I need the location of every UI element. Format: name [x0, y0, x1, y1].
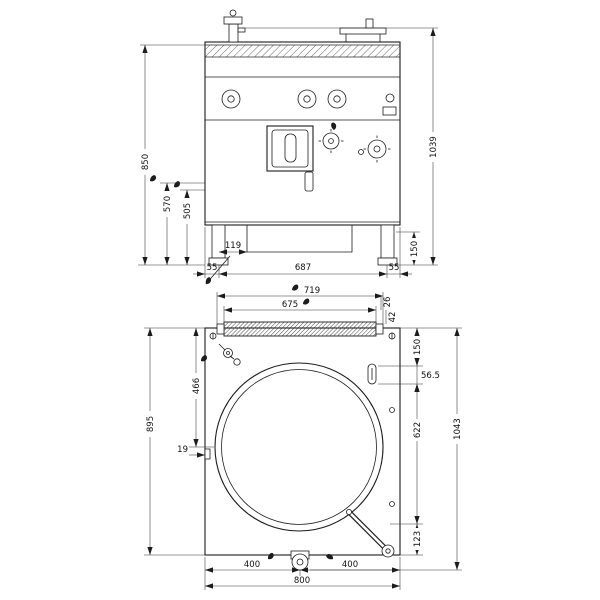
- dim-label-687: 687: [295, 263, 311, 273]
- dim-plan-19: 19: [177, 445, 205, 458]
- dim-plan-719: 719: [216, 286, 384, 324]
- plan-inlet-fittings: [218, 343, 241, 366]
- front-lid-handle: [339, 18, 387, 42]
- dim-front-505: 505: [180, 189, 205, 265]
- dim-plan-150: 150: [378, 327, 462, 367]
- dim-plan-26: 26: [380, 296, 393, 310]
- water-connection-icon: [199, 354, 209, 363]
- dim-plan-400s: 400 400: [204, 557, 401, 590]
- dim-label-622: 622: [413, 422, 423, 438]
- dim-label-19: 19: [177, 445, 188, 455]
- plan-lid-pivot: [367, 363, 395, 507]
- dim-label-719: 719: [304, 286, 320, 296]
- water-connection-icon: [301, 297, 311, 306]
- dim-plan-1043: 1043: [310, 328, 463, 571]
- dim-label-55-right: 55: [389, 263, 400, 273]
- dim-label-42: 42: [388, 312, 398, 323]
- dim-plan-800: 800: [205, 576, 400, 589]
- dim-label-400-right: 400: [342, 560, 358, 570]
- dim-front-leg-150: 150: [396, 231, 420, 265]
- dim-label-400-left: 400: [244, 560, 260, 570]
- gas-connection-icon: [331, 122, 337, 130]
- front-door: [266, 122, 391, 192]
- dim-label-1039: 1039: [429, 136, 439, 158]
- dim-plan-622: 622: [390, 384, 423, 525]
- plan-kettle-pan: [214, 362, 384, 532]
- dim-front-bottom: 55 687 55 119: [193, 227, 412, 278]
- plan-corner-screws: [209, 332, 396, 340]
- dim-label-895: 895: [146, 416, 156, 432]
- front-control-knobs: [221, 89, 397, 116]
- dim-label-56-5: 56.5: [421, 371, 440, 381]
- dim-label-plan-150: 150: [413, 339, 423, 355]
- dim-plan-895: 895: [144, 327, 205, 556]
- dim-plan-466: 466: [189, 328, 214, 448]
- door-handle: [304, 171, 314, 192]
- front-utility-leader: [203, 255, 231, 286]
- dim-front-1039: 1039: [242, 27, 439, 266]
- plan-side-notch: [204, 448, 211, 460]
- dim-label-119: 119: [225, 241, 241, 251]
- pilot-light: [385, 93, 395, 103]
- front-faucet: [223, 9, 246, 43]
- dim-label-570: 570: [163, 196, 173, 212]
- dim-label-55-left: 55: [207, 263, 218, 273]
- dim-label-675: 675: [282, 300, 298, 310]
- front-legs: [208, 224, 398, 266]
- dim-plan-123: 123: [400, 524, 423, 556]
- dim-label-1043: 1043: [453, 418, 463, 440]
- dim-front-570: 570: [160, 182, 205, 265]
- front-connection-markers: [148, 174, 182, 189]
- drain-connection-icon: [266, 552, 276, 561]
- drain-connection-icon: [325, 552, 335, 562]
- front-body-outline: [204, 41, 401, 226]
- front-elevation-view: 850 570 505 1039: [138, 9, 439, 286]
- dim-plan-675: 675: [223, 300, 377, 322]
- plan-drain: [290, 550, 310, 571]
- dim-front-850: 850: [138, 44, 205, 266]
- dim-label-505: 505: [183, 203, 193, 219]
- dim-label-850: 850: [141, 154, 151, 170]
- water-connection-icon: [290, 283, 300, 292]
- water-connection-icon: [172, 180, 182, 189]
- plan-tilt-lever: [345, 508, 395, 558]
- dim-plan-42: 42: [385, 310, 398, 324]
- dim-label-leg-150: 150: [410, 241, 420, 257]
- plan-view: 719 675 26 42 150: [144, 283, 463, 590]
- water-connection-icon: [148, 174, 158, 183]
- dim-label-26: 26: [383, 297, 393, 308]
- plan-vent-grille: [216, 321, 384, 337]
- dim-label-123: 123: [413, 531, 423, 547]
- ignition-knob: [318, 129, 344, 153]
- thermostat-knob: [363, 135, 391, 163]
- dim-label-800: 800: [294, 576, 310, 586]
- rating-plate: [382, 106, 397, 116]
- dim-label-466: 466: [192, 378, 202, 394]
- dim-plan-56-5: 56.5: [378, 366, 440, 392]
